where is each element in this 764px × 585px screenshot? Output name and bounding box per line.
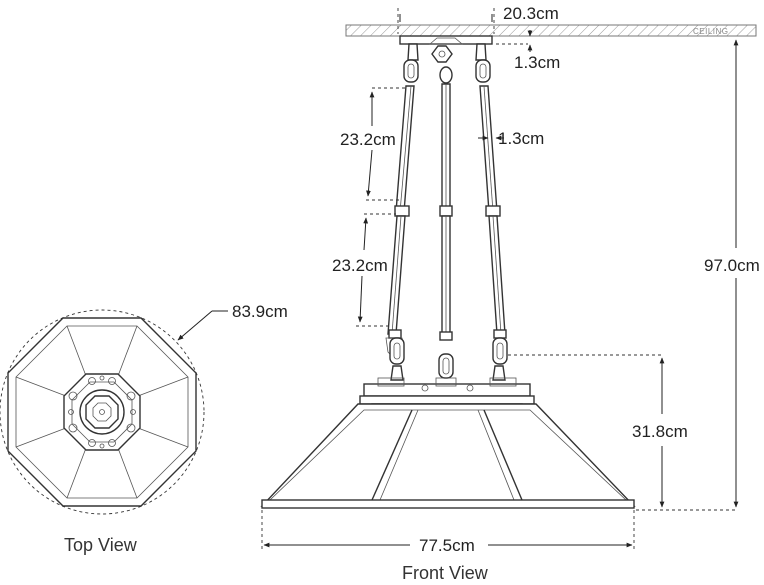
chain-width-dimension: 1.3cm [478,129,544,148]
overall-height-dimension: 97.0cm [704,39,760,508]
upper-segment-label: 23.2cm [340,130,396,149]
ceiling-label: CEILING [693,27,729,36]
shade-front [260,403,636,509]
shade-width-dimension: 77.5cm [261,510,635,555]
left-chain [385,43,419,381]
shade-width-label: 77.5cm [419,536,475,555]
right-chain [475,43,508,381]
top-diameter-label: 83.9cm [232,302,288,321]
canopy-height-dimension: 1.3cm [496,30,560,72]
ceiling: CEILING [345,24,757,37]
shade-height-label: 31.8cm [632,422,688,441]
shade-height-dimension: 31.8cm [508,354,736,511]
top-shackle [431,45,453,84]
front-view-caption: Front View [402,563,489,583]
canopy-height-label: 1.3cm [514,53,560,72]
center-chain [438,83,454,379]
top-view-caption: Top View [64,535,138,555]
overall-height-label: 97.0cm [704,256,760,275]
canopy-width-dimension: 20.3cm [397,4,559,34]
lower-segment-label: 23.2cm [332,256,388,275]
lower-segment-dimension: 23.2cm [332,213,396,327]
chain-width-label: 1.3cm [498,129,544,148]
upper-segment-dimension: 23.2cm [340,87,406,201]
canopy-width-label: 20.3cm [503,4,559,23]
canopy [399,35,493,45]
top-view [0,309,205,515]
top-diameter-dimension: 83.9cm [177,302,288,341]
